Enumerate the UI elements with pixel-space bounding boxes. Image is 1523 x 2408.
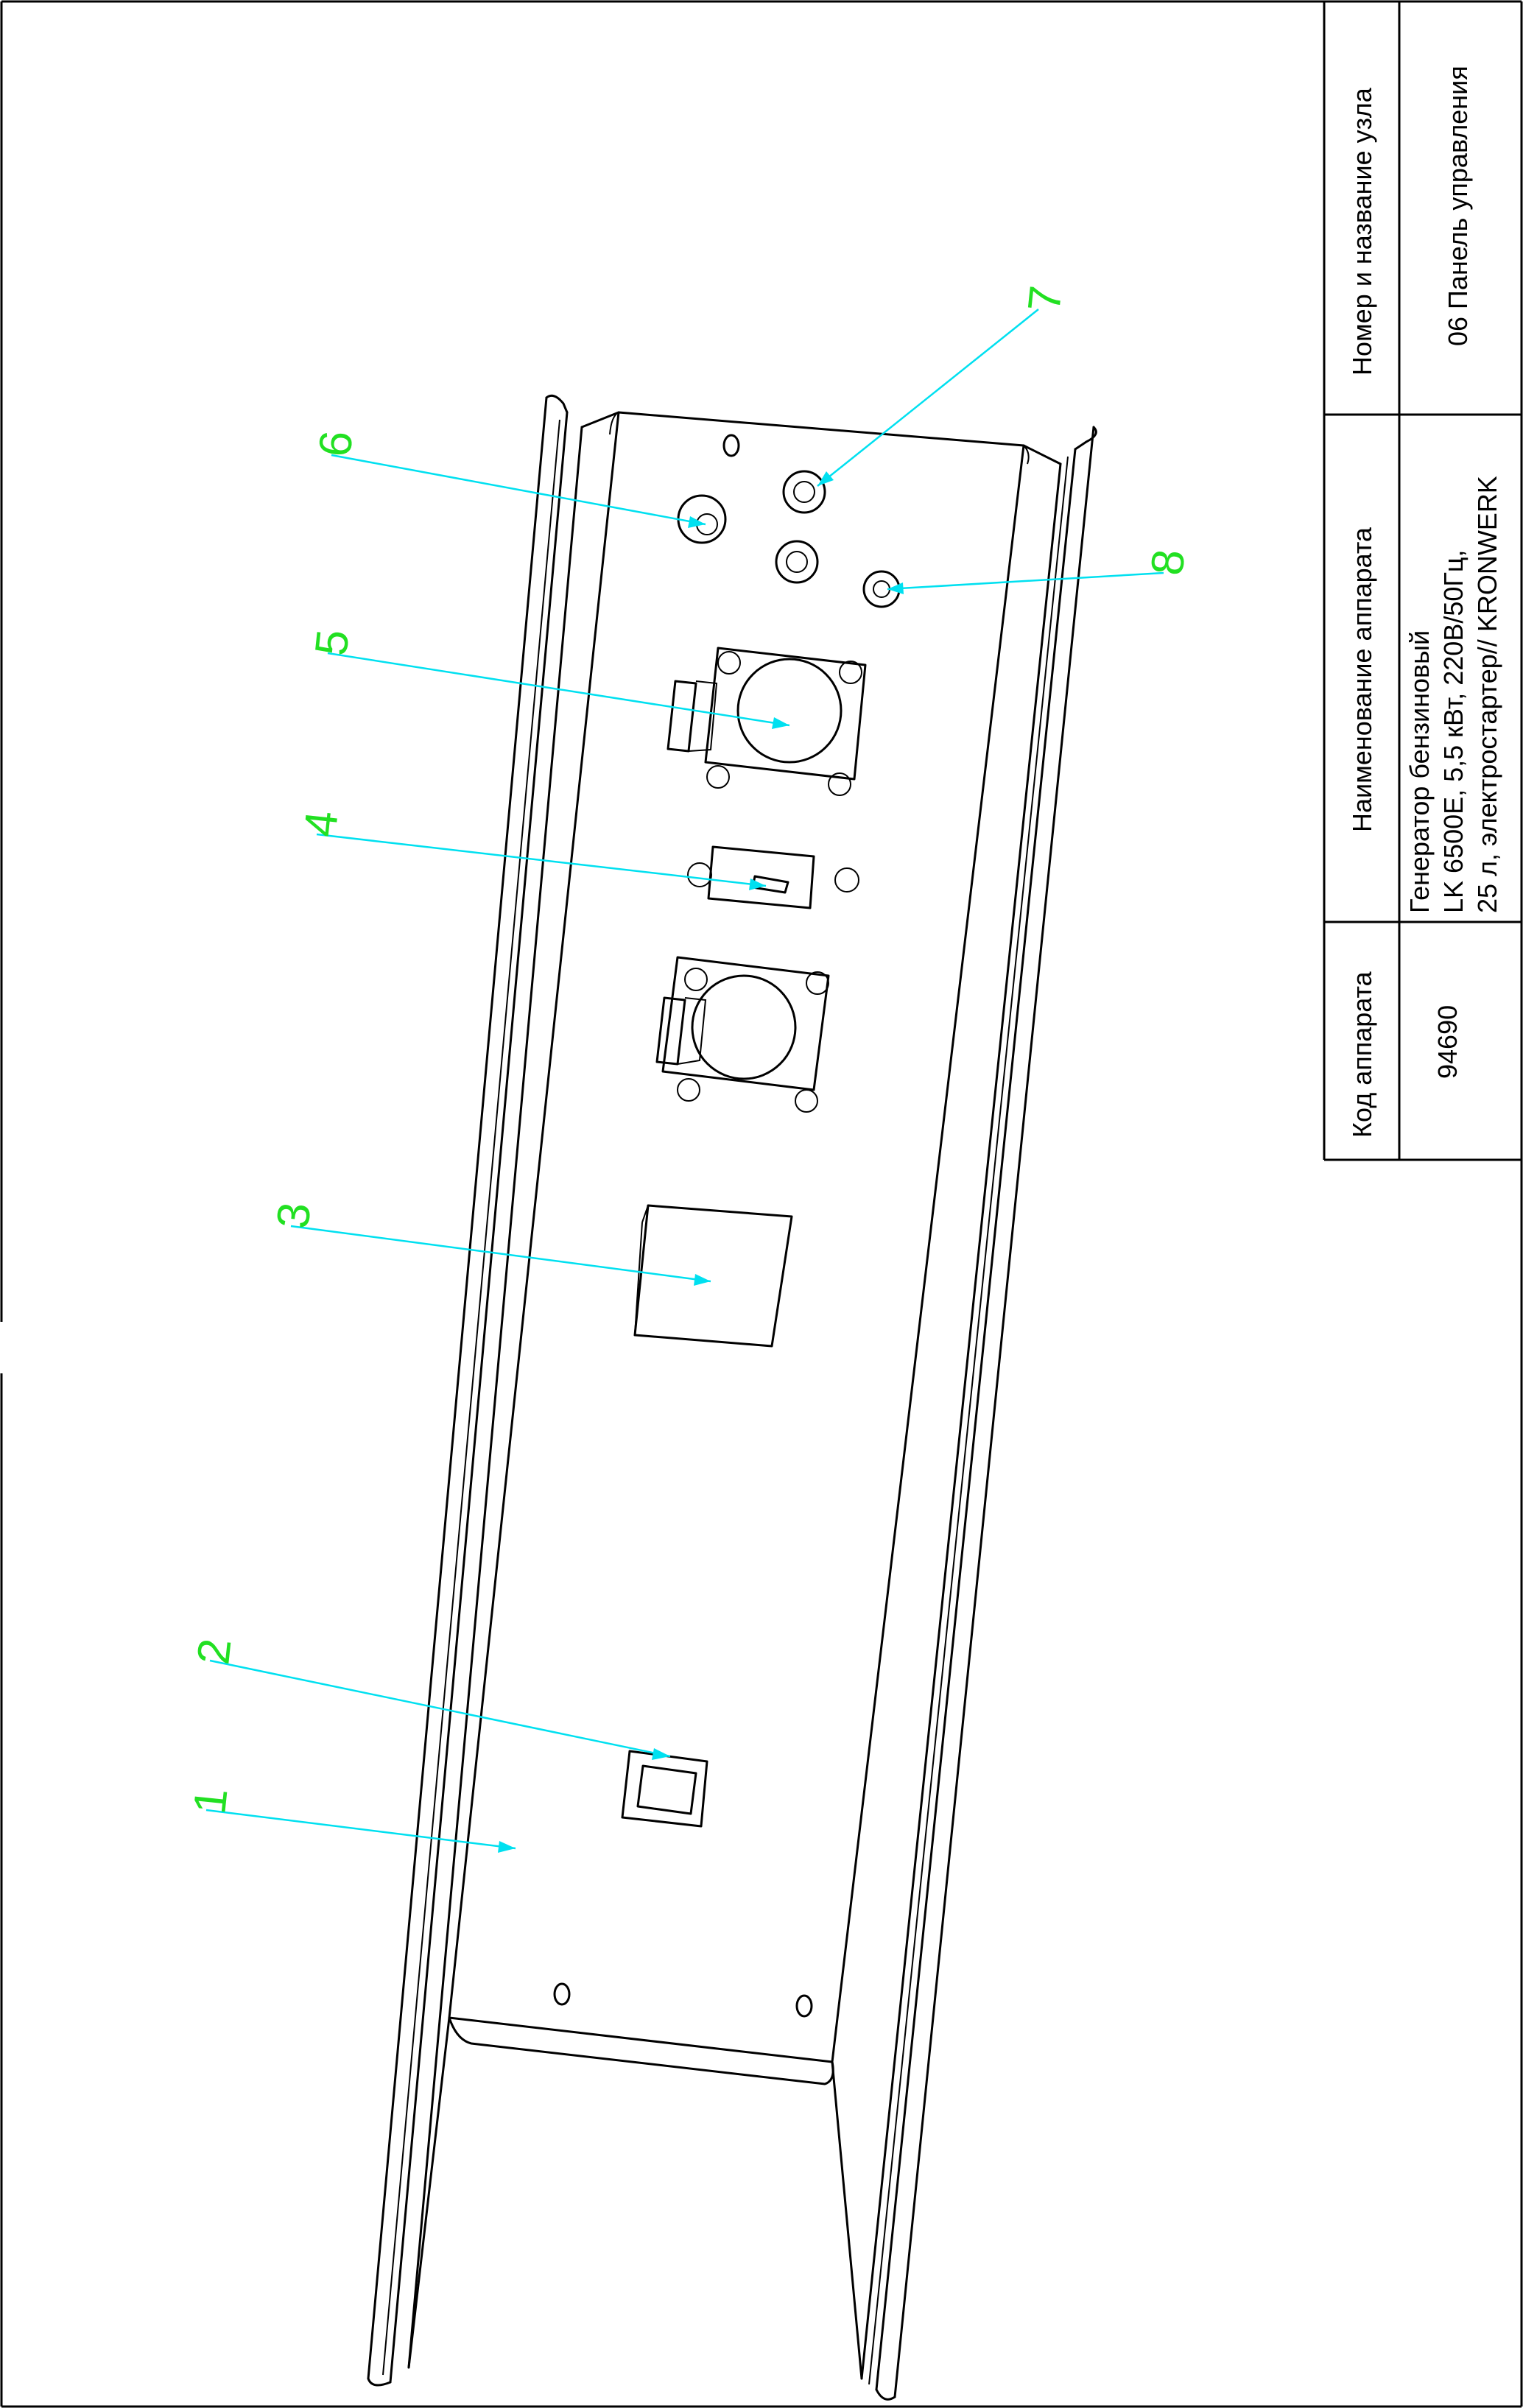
- terminals: [775, 470, 901, 608]
- callout-5: 5: [306, 627, 790, 729]
- callout-leaders: 1 2 3 4 5 6 7: [184, 284, 1195, 1853]
- callout-4: 4: [295, 809, 767, 890]
- header-node: Номер и название узла: [1347, 87, 1377, 376]
- socket-upper: [666, 647, 867, 796]
- header-name: Наименование аппарата: [1347, 527, 1377, 832]
- callout-7: 7: [817, 284, 1072, 487]
- socket-lower: [655, 956, 830, 1113]
- control-panel-drawing: [367, 394, 1097, 2401]
- value-code: 94690: [1432, 1005, 1463, 1079]
- callout-number: 5: [306, 627, 359, 658]
- value-name-line-2: LK 6500E, 5,5 кВт, 220В/50Гц,: [1438, 550, 1469, 914]
- callout-1: 1: [184, 1786, 516, 1853]
- callout-number: 1: [184, 1786, 237, 1817]
- callout-2: 2: [188, 1636, 671, 1760]
- title-block: Код аппарата Наименование аппарата Номер…: [1323, 1, 1522, 1161]
- callout-number: 3: [267, 1200, 320, 1231]
- indicator-lamp: [677, 494, 727, 544]
- header-code: Код аппарата: [1347, 971, 1377, 1138]
- callout-6: 6: [309, 429, 706, 528]
- callout-number: 4: [295, 809, 348, 839]
- switch: [621, 1750, 708, 1828]
- value-node: 06 Панель управления: [1443, 66, 1473, 346]
- callout-number: 6: [309, 429, 362, 460]
- callout-number: 2: [188, 1636, 241, 1667]
- callout-3: 3: [267, 1200, 711, 1286]
- callout-number: 8: [1142, 547, 1195, 578]
- display-panel: [633, 1204, 793, 1348]
- callout-number: 7: [1019, 284, 1072, 314]
- fuse-holder: [687, 845, 859, 909]
- callout-8: 8: [887, 547, 1195, 594]
- value-name-line-3: 25 л, электростартер// KRONWERK: [1472, 476, 1502, 913]
- value-name-line-1: Генератор бензиновый: [1404, 630, 1435, 913]
